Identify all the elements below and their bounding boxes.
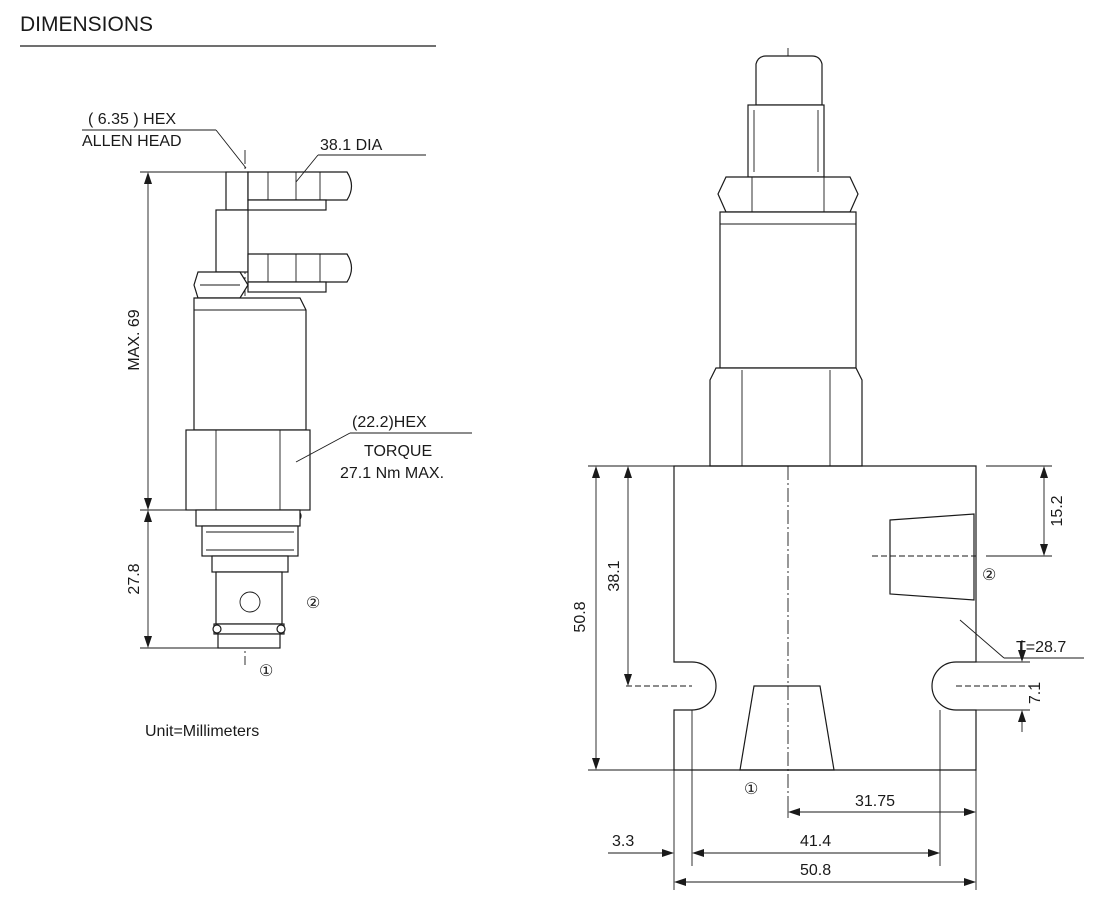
port-2-hole [239, 591, 261, 613]
left-valve-view: ( 6.35 ) HEX ALLEN HEAD 38.1 DIA (22.2)H… [82, 111, 472, 740]
section-title: DIMENSIONS [20, 13, 153, 36]
thread-section [201, 525, 299, 557]
left-port-1: ① [259, 663, 273, 680]
allen-head-stem [225, 171, 249, 211]
right-port-2: ② [982, 567, 996, 584]
allen-head-label: ALLEN HEAD [82, 133, 182, 150]
knob-diameter-label: 38.1 DIA [320, 137, 383, 154]
right-lock-nut [717, 176, 859, 213]
torque-label: TORQUE [364, 443, 432, 460]
allen-hex-size-label: ( 6.35 ) HEX [88, 111, 176, 128]
knob-top [247, 171, 353, 211]
port-1-offset-dim: 31.75 [855, 793, 895, 810]
o-ring-seat [195, 509, 301, 527]
hex22-label: (22.2)HEX [352, 414, 427, 431]
slot-spacing-dim: 41.4 [800, 833, 831, 850]
right-hex-nut [709, 367, 863, 467]
hex-nut-22 [185, 429, 311, 511]
right-port-1: ① [744, 781, 758, 798]
block-width-dim: 50.8 [800, 862, 831, 879]
port-2-bore [889, 513, 975, 601]
thread-depth-label: T=28.7 [1016, 639, 1066, 656]
slot-width-dim: 7.1 [1027, 682, 1044, 704]
cartridge-body [215, 571, 283, 625]
right-stem-top [755, 55, 823, 106]
port-2-height-dim: 15.2 [1049, 495, 1066, 526]
knob-bottom [247, 253, 353, 293]
cartridge-tip [217, 633, 281, 649]
block-height-dim: 50.8 [572, 601, 589, 632]
left-port-2: ② [306, 595, 320, 612]
manifold-block [673, 465, 977, 771]
valve-body [193, 297, 307, 431]
max-height-dim: MAX. 69 [126, 309, 143, 370]
right-valve-body [719, 211, 857, 369]
torque-value: 27.1 Nm MAX. [340, 465, 444, 482]
port-1-bore [739, 685, 835, 771]
right-body-view: 50.8 38.1 15.2 7.1 T=28.7 31.75 [572, 48, 1084, 890]
cartridge-length-dim: 27.8 [126, 563, 143, 594]
slot-height-dim: 38.1 [606, 560, 623, 591]
cartridge-collar [211, 555, 289, 573]
slot-offset-dim: 3.3 [612, 833, 634, 850]
unit-note: Unit=Millimeters [145, 723, 259, 740]
right-stem-thread [747, 104, 825, 178]
adjuster-body [215, 209, 249, 273]
